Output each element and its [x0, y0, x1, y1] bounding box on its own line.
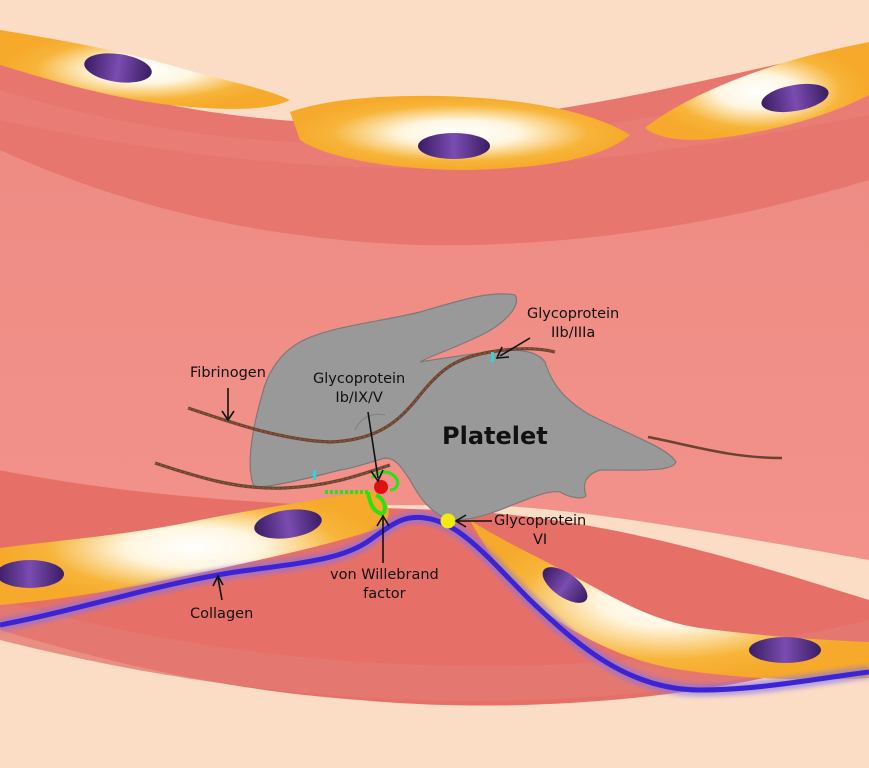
nucleus	[0, 560, 64, 588]
fibrinogen-label: Fibrinogen	[190, 364, 266, 383]
gp-vi-receptor	[440, 513, 456, 529]
upper-wall-highlight	[0, 80, 869, 169]
gp-ib-label-line2: Ib/IX/V	[335, 390, 383, 406]
gp-iib-iiia-receptor-upper	[491, 352, 494, 362]
collagen-label: Collagen	[190, 605, 253, 624]
endothelial-cell-top-right	[645, 42, 869, 140]
nucleus	[761, 83, 829, 113]
fibrinogen-strand-right	[647, 435, 783, 460]
gp-iib-label-line2: IIb/IIIa	[550, 325, 596, 341]
vwf-label-line1: von Willebrand	[330, 567, 439, 583]
endothelial-cell-bottom-right	[470, 520, 869, 680]
gp-ib-ix-v-label: Glycoprotein Ib/IX/V	[313, 370, 405, 408]
arrow-collagen	[217, 577, 223, 601]
nucleus	[418, 133, 490, 159]
nucleus	[542, 567, 588, 603]
gp-iib-label-line1: Glycoprotein	[527, 306, 620, 322]
endothelial-cell-bottom-left	[0, 490, 389, 605]
gp-ib-ix-v-receptor	[374, 480, 388, 494]
nucleus	[84, 53, 152, 83]
gp-iib-iiia-receptor-lower	[313, 470, 316, 480]
endothelial-cell-top-center	[290, 95, 630, 170]
lower-wall-band	[0, 600, 869, 701]
platelet-label: Platelet	[442, 422, 548, 450]
arrow-gp-iib	[499, 337, 531, 357]
arrow-gp-ib	[367, 411, 379, 479]
von-willebrand-factor	[325, 470, 400, 517]
platelet	[249, 293, 677, 521]
gp-vi-label-line1: Glycoprotein	[494, 513, 587, 529]
fibrinogen-strand-lower-texture	[154, 462, 391, 489]
gp-vi-label: Glycoprotein VI	[494, 512, 586, 550]
collagen-label-text: Collagen	[190, 606, 254, 622]
nucleus	[749, 637, 821, 663]
collagen-fiber	[0, 514, 869, 693]
fibrinogen-strand-upper-texture	[187, 348, 556, 443]
vwf-label: von Willebrand factor	[330, 566, 439, 604]
platelet-pseudopod-outline	[354, 413, 386, 431]
nucleus	[254, 509, 322, 539]
gp-ib-label-line1: Glycoprotein	[313, 371, 406, 387]
fibrinogen-label-text: Fibrinogen	[190, 365, 266, 381]
gp-vi-label-line2: VI	[533, 532, 548, 548]
gp-iib-iiia-label: Glycoprotein IIb/IIIa	[527, 305, 619, 343]
vwf-label-line2: factor	[363, 586, 406, 602]
endothelial-cell-top-left	[0, 30, 290, 109]
